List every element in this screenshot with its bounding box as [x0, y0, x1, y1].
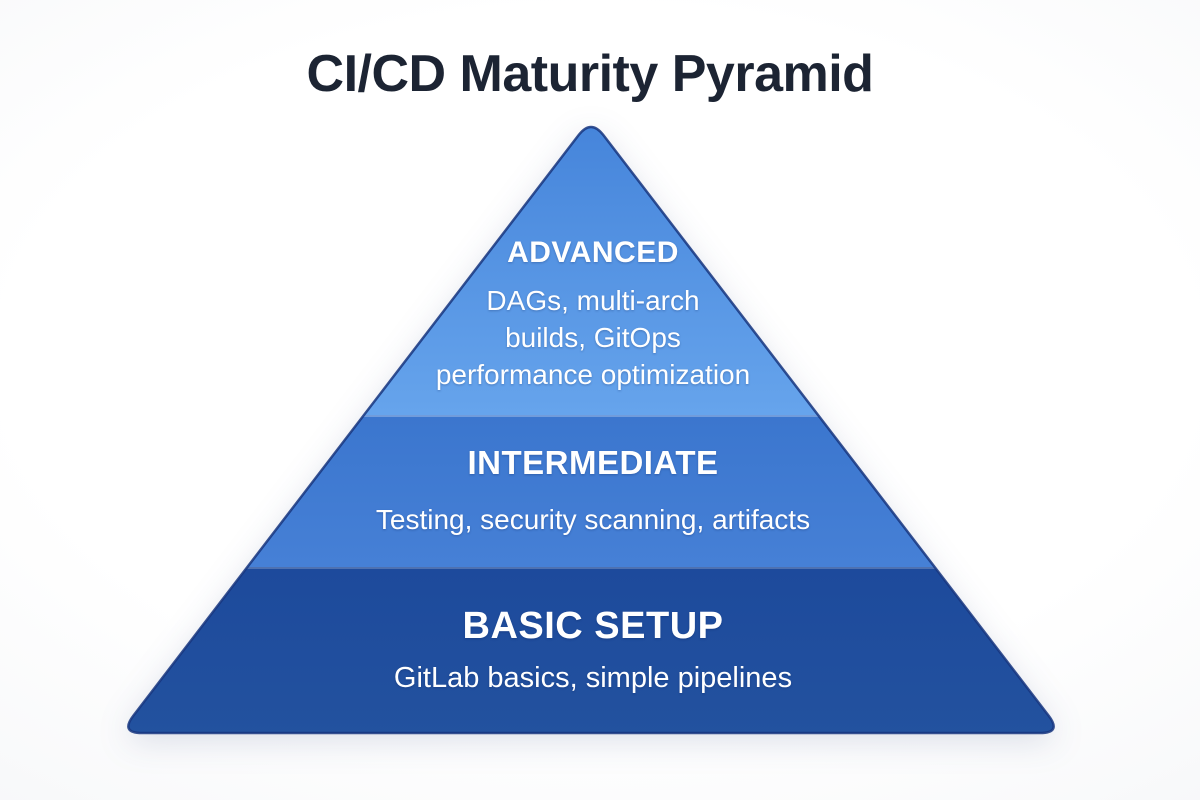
description-line: builds, GitOps — [505, 322, 681, 353]
page-title: CI/CD Maturity Pyramid — [306, 45, 874, 103]
tier-intermediate-label: INTERMEDIATE — [467, 444, 719, 481]
pyramid-outline — [127, 125, 1055, 735]
description-line: DAGs, multi-arch — [486, 285, 700, 316]
description-line: GitLab basics, simple pipelines — [393, 662, 793, 694]
tier-advanced-description: DAGs, multi-arch builds, GitOps performa… — [436, 282, 750, 393]
tier-basic-shape — [128, 567, 1054, 733]
tier-advanced-label: ADVANCED — [507, 236, 679, 269]
description-line: performance optimization — [435, 359, 751, 390]
tier-divider-2 — [128, 567, 1054, 569]
tier-basic-description: GitLab basics, simple pipelines — [394, 662, 792, 694]
tier-intermediate-shape — [128, 415, 1054, 567]
description-line: Testing, security scanning, artifacts — [375, 504, 811, 535]
tier-basic-label: BASIC SETUP — [462, 605, 724, 647]
tier-intermediate-description: Testing, security scanning, artifacts — [376, 504, 810, 536]
tier-divider-1 — [128, 415, 1054, 417]
